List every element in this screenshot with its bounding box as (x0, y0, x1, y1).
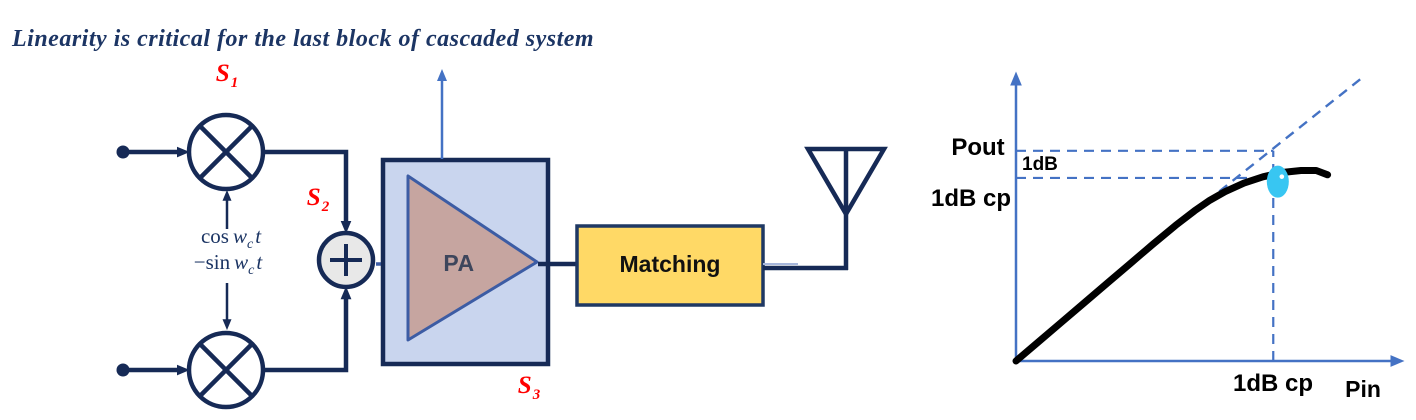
y-axis-1db-cp-label: 1dB cp (930, 185, 1012, 212)
s3-sub: 3 (532, 387, 541, 403)
lo2-var: w (234, 250, 249, 274)
compression-point-marker (1266, 165, 1289, 198)
s1-label: S1 (216, 60, 238, 92)
mixer-i-output-line (263, 149, 352, 234)
tx-chain-diagram (116, 69, 888, 410)
summer (316, 230, 376, 290)
mixer-q (186, 330, 266, 410)
slide-title: Linearity is critical for the last block… (12, 26, 595, 52)
s2-base: S (306, 184, 321, 211)
antenna-icon (804, 146, 888, 270)
s2-sub: 2 (321, 199, 330, 215)
pin-label: Pin (1345, 376, 1381, 402)
1db-offset-label: 1dB (1022, 154, 1058, 175)
lo1-fn: cos (200, 224, 229, 248)
s2-label: S2 (307, 184, 329, 216)
mixer-i (186, 112, 266, 192)
s1-base: S (215, 60, 230, 87)
lo2-fn: −sin (193, 250, 231, 274)
lo2-sub: c (248, 263, 255, 278)
output-curve (1012, 167, 1332, 365)
s3-base: S (517, 372, 532, 399)
input-dot-i (116, 145, 130, 159)
lo1-arg: t (255, 224, 262, 248)
x-axis-1db-cp-label: 1dB cp (1232, 370, 1314, 397)
s3-label: S3 (518, 372, 540, 404)
pa-label: PA (443, 250, 475, 276)
lo2-arg: t (256, 250, 263, 274)
s1-sub: 1 (230, 75, 239, 91)
pa-amplifier-triangle (406, 174, 539, 342)
matching-block (575, 224, 765, 307)
compression-point-marker-speck (1279, 174, 1285, 179)
lo1-sub: c (246, 237, 254, 252)
matching-label: Matching (619, 251, 721, 277)
mixer-q-output-line (263, 286, 352, 373)
compression-chart (1010, 71, 1405, 367)
input-dot-q (116, 363, 130, 377)
lo1-var: w (232, 224, 247, 248)
pout-label: Pout (951, 134, 1005, 161)
